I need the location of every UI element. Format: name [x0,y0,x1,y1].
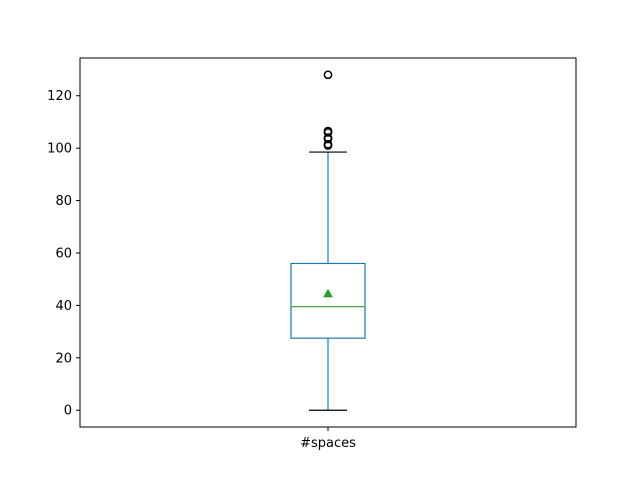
x-tick-label: #spaces [300,436,356,451]
y-tick-label: 20 [55,351,72,366]
y-tick-label: 100 [47,142,72,157]
y-tick-label: 40 [55,299,72,314]
y-tick-label: 120 [47,89,72,104]
axes-frame [79,57,577,428]
outlier-point [323,126,333,136]
axis-layer: 0 20 40 60 80 100 120 #spaces [47,89,356,451]
plot-layer [290,70,366,411]
outlier-point [323,70,333,80]
mean-marker [323,288,333,298]
y-tick-label: 60 [55,246,72,261]
y-tick-label: 80 [55,194,72,209]
y-tick-label: 0 [64,404,72,419]
iqr-box [290,262,366,339]
